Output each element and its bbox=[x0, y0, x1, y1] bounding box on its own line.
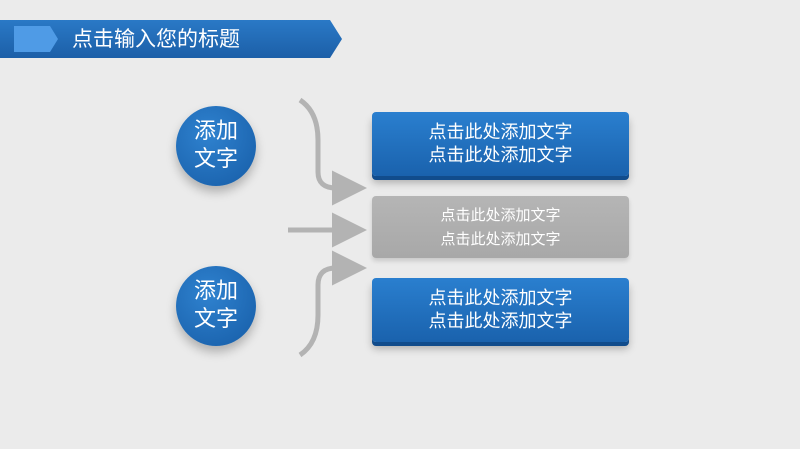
circle-bottom-line1: 添加 bbox=[193, 279, 238, 304]
text-box-top-line2: 点击此处添加文字 bbox=[428, 145, 573, 166]
arrow-top bbox=[298, 97, 367, 206]
text-box-middle-line2: 点击此处添加文字 bbox=[440, 230, 561, 248]
arrow-bottom bbox=[298, 250, 367, 358]
circle-top-line2: 文字 bbox=[193, 147, 238, 172]
text-box-bottom-line1: 点击此处添加文字 bbox=[428, 288, 573, 309]
circle-top[interactable]: 添加 文字 bbox=[176, 106, 256, 186]
text-box-middle[interactable]: 点击此处添加文字 点击此处添加文字 bbox=[372, 196, 629, 258]
circle-bottom-line2: 文字 bbox=[193, 307, 238, 332]
circle-bottom[interactable]: 添加 文字 bbox=[176, 266, 256, 346]
title-accent-shape bbox=[14, 26, 58, 52]
text-box-middle-line1: 点击此处添加文字 bbox=[440, 206, 561, 224]
page-title[interactable]: 点击输入您的标题 bbox=[72, 27, 240, 51]
text-box-bottom[interactable]: 点击此处添加文字 点击此处添加文字 bbox=[372, 278, 629, 342]
text-box-top[interactable]: 点击此处添加文字 点击此处添加文字 bbox=[372, 112, 629, 176]
circle-top-line1: 添加 bbox=[193, 119, 238, 144]
text-box-bottom-line2: 点击此处添加文字 bbox=[428, 311, 573, 332]
text-box-top-line1: 点击此处添加文字 bbox=[428, 122, 573, 143]
